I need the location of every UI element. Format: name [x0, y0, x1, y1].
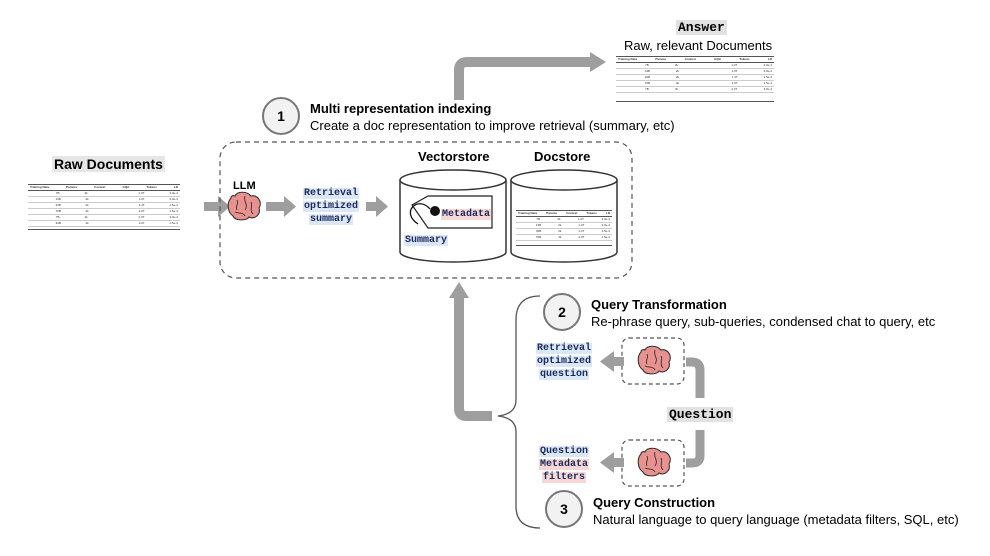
- question-label: Question: [667, 407, 734, 422]
- step2-badge: 2: [543, 293, 581, 331]
- arrow-llm-to-summary: [266, 196, 296, 217]
- arrow-raw-to-llm: [204, 196, 230, 217]
- indexing-box: [219, 141, 633, 279]
- brain-icon: [227, 191, 261, 221]
- raw-documents-title: Raw Documents: [52, 156, 165, 172]
- step3-title: Query Construction: [593, 495, 716, 510]
- step3-badge: 3: [545, 490, 583, 528]
- brain-icon: [637, 345, 671, 375]
- answer-label: Answer: [676, 20, 727, 35]
- summary-tag: Summary: [404, 235, 449, 246]
- arrow-question-to-transform: [686, 357, 705, 398]
- arrow-query-to-index: [449, 282, 492, 421]
- arrow-construct-to-output: [600, 452, 624, 473]
- retrieval-question-label: Retrieval optimized question: [535, 343, 592, 380]
- step1-badge: 1: [262, 97, 300, 135]
- arrow-transform-to-output: [600, 351, 624, 372]
- brain-icon: [637, 447, 671, 477]
- vectorstore-label: Vectorstore: [418, 149, 490, 164]
- arrow-question-to-construct: [686, 430, 705, 468]
- step1-title: Multi representation indexing: [310, 101, 492, 116]
- query-brace: [497, 295, 541, 529]
- step2-title: Query Transformation: [591, 297, 727, 312]
- step1-description: Create a doc representation to improve r…: [310, 118, 675, 133]
- docstore-label: Docstore: [534, 149, 591, 164]
- arrow-summary-to-vectorstore: [366, 196, 388, 217]
- step3-description: Natural language to query language (meta…: [593, 512, 959, 527]
- arrow-to-answer: [454, 52, 606, 100]
- answer-subtitle: Raw, relevant Documents: [624, 38, 773, 53]
- metadata-tag: Metadata: [441, 209, 492, 220]
- llm-label: LLM: [233, 180, 256, 192]
- construction-output-label: Question Metadata filters: [538, 446, 589, 483]
- retrieval-summary-label: Retrieval optimized summary: [302, 188, 359, 225]
- step2-description: Re-phrase query, sub-queries, condensed …: [591, 314, 936, 329]
